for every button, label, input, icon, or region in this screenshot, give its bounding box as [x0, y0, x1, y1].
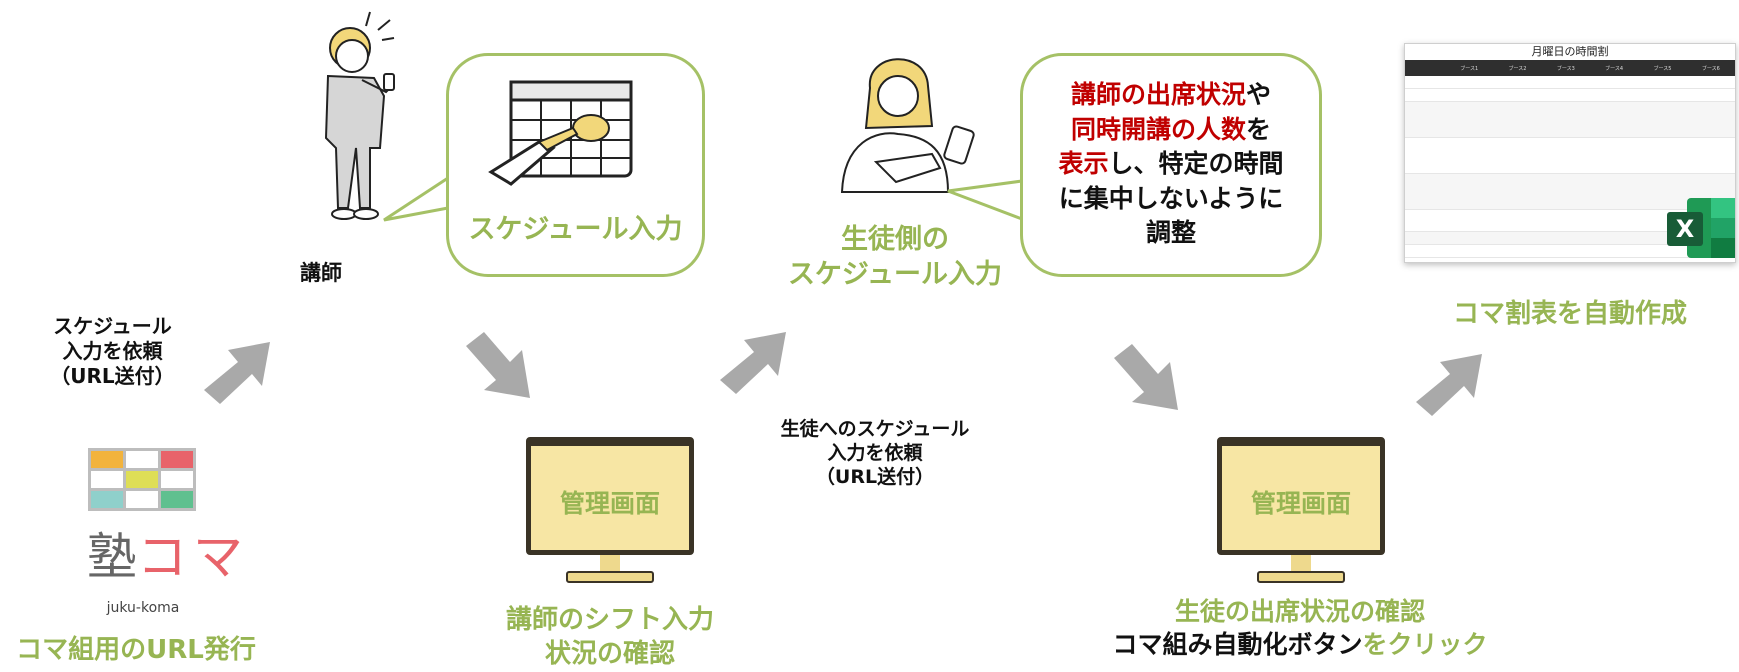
attendance-status-text: 講師の出席状況	[1070, 80, 1246, 109]
auto-create-caption: コマ割表を自動作成	[1452, 299, 1687, 329]
table-row	[1405, 137, 1735, 174]
logo-cell	[161, 451, 193, 468]
logo-cell	[91, 491, 123, 508]
auto-button-name: コマ組み自動化ボタン	[1112, 629, 1363, 659]
request-teacher-text: スケジュール 入力を依頼 （URL送付）	[50, 314, 175, 388]
attendance-bubble-text: 講師の出席状況や 同時開講の人数を 表示し、特定の時間 に集中しないように 調整	[1058, 80, 1284, 247]
logo-cell	[91, 471, 123, 488]
timetable-title: 月曜日の時間割	[1531, 45, 1609, 58]
shift-check-caption: 講師のシフト入力 状況の確認	[505, 605, 714, 669]
table-row	[1405, 76, 1735, 89]
monitor-neck	[600, 555, 620, 573]
logo-grid-icon	[88, 448, 196, 511]
table-row	[1405, 101, 1735, 138]
logo-kana: コマ	[137, 528, 249, 586]
timetable-column-header: ブース3	[1541, 60, 1590, 76]
logo-kanji: 塾	[87, 528, 137, 586]
bubble-tail-1	[383, 176, 449, 222]
schedule-input-label: スケジュール入力	[468, 214, 683, 245]
monitor-screen: 管理画面	[526, 437, 694, 555]
arrow-up-right-1	[204, 342, 270, 404]
timetable-preview: 月曜日の時間割 ブース1 ブース2 ブース3 ブース4 ブース5 ブース6	[1404, 43, 1736, 263]
logo-wordmark: 塾コマ	[48, 532, 288, 582]
arrow-down-right-1	[466, 332, 530, 398]
excel-icon	[1667, 198, 1735, 258]
admin-screen-label: 管理画面	[559, 489, 660, 518]
timetable-column-header: ブース1	[1445, 60, 1494, 76]
timetable-column-header: ブース5	[1638, 60, 1687, 76]
teacher-illustration	[324, 11, 395, 220]
auto-button-caption: 生徒の出席状況の確認 コマ組み自動化ボタンをクリック	[1060, 596, 1540, 661]
schedule-bubble: スケジュール入力	[446, 53, 705, 277]
arrow-down-right-2	[1114, 344, 1178, 410]
timetable-table: ブース1 ブース2 ブース3 ブース4 ブース5 ブース6	[1405, 60, 1735, 258]
monitor-base	[1257, 571, 1345, 583]
teacher-label: 講師	[300, 261, 342, 285]
logo-cell	[126, 491, 158, 508]
calendar-icon	[488, 80, 633, 186]
request-student-text: 生徒へのスケジュール 入力を依頼 （URL送付）	[780, 418, 970, 488]
excel-letter: X	[1675, 215, 1695, 243]
admin-screen-label: 管理画面	[1250, 489, 1351, 518]
monitor-base	[566, 571, 654, 583]
logo-cell	[126, 451, 158, 468]
logo-cell	[91, 451, 123, 468]
display-text: 表示	[1058, 149, 1109, 178]
student-illustration	[840, 58, 975, 193]
logo-cell	[161, 491, 193, 508]
timetable-column-header: ブース6	[1686, 60, 1735, 76]
logo-cell	[126, 471, 158, 488]
arrow-up-right-2	[720, 332, 786, 394]
attendance-bubble: 講師の出席状況や 同時開講の人数を 表示し、特定の時間 に集中しないように 調整	[1020, 53, 1322, 277]
admin-monitor-1: 管理画面	[526, 437, 694, 587]
juku-koma-logo: 塾コマ juku-koma	[87, 448, 248, 618]
attendance-check-caption: 生徒の出席状況の確認	[1174, 597, 1425, 626]
admin-monitor-2: 管理画面	[1217, 437, 1385, 587]
bubble-tail-2	[947, 179, 1023, 221]
table-row	[1405, 88, 1735, 102]
timetable-corner	[1405, 60, 1445, 76]
timetable-column-header: ブース4	[1589, 60, 1639, 76]
url-issue-caption: コマ組用のURL発行	[16, 635, 256, 665]
monitor-neck	[1291, 555, 1311, 573]
student-input-caption: 生徒側の スケジュール入力	[787, 224, 1003, 291]
logo-romaji: juku-koma	[106, 600, 180, 616]
timetable-column-header: ブース2	[1493, 60, 1542, 76]
logo-cell	[161, 471, 193, 488]
arrow-up-right-3	[1416, 354, 1482, 416]
concurrent-count-text: 同時開講の人数	[1070, 114, 1246, 144]
monitor-screen: 管理画面	[1217, 437, 1385, 555]
